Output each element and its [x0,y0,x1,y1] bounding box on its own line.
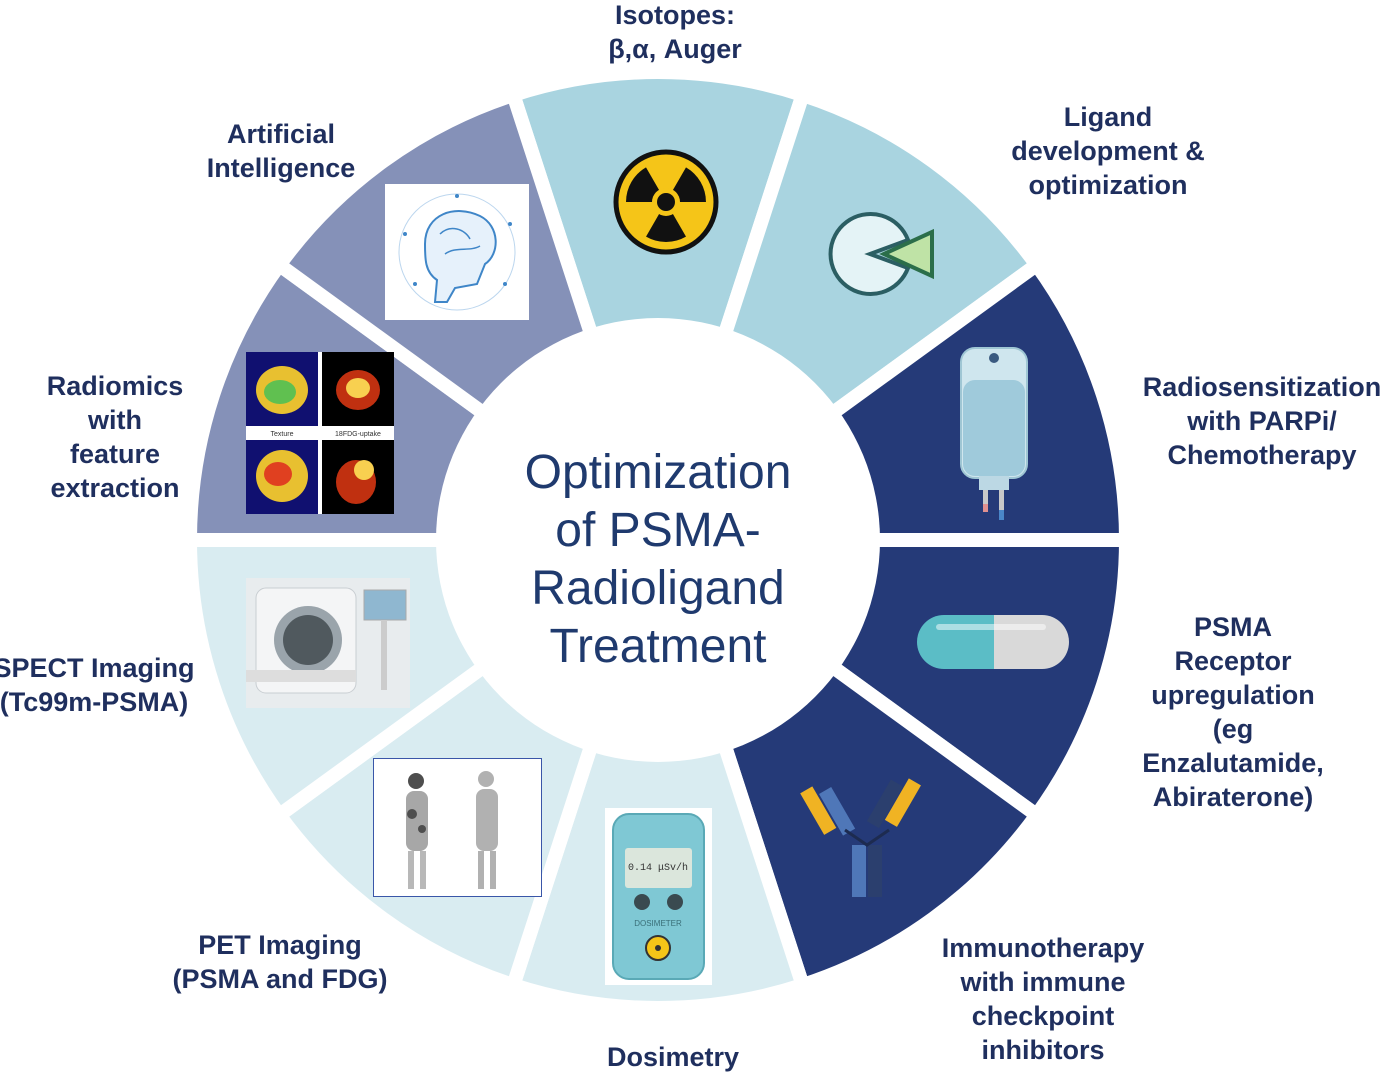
iv-bag-icon [960,347,1028,520]
pet-scan-icon [406,771,498,889]
label-line: Chemotherapy [1167,440,1357,470]
label-line: with [87,405,142,435]
radiomics-caption: Texture [271,431,294,438]
label-line: Radiomics [46,371,184,401]
label-line: Dosimetry [606,1042,740,1072]
label-line: β,α, Auger [608,34,742,64]
label-radiomics: Radiomics with feature extraction [47,369,184,505]
pet-images [373,758,542,897]
label-line: with immune [960,967,1126,997]
label-line: upregulation [1151,680,1315,710]
antibody-icon [800,778,921,897]
pill-icon [917,615,1069,669]
label-line: with PARPi/ [1187,406,1337,436]
label-line: feature [69,439,161,469]
dosimeter-label: DOSIMETER [634,919,682,928]
label-ai: Artificial Intelligence [207,117,356,185]
label-line: (eg [1212,714,1254,744]
label-line: Intelligence [206,153,356,183]
title-line: of PSMA- [555,504,761,557]
label-line: optimization [1028,170,1188,200]
title-line: Radioligand [531,562,785,615]
radiomics-maps-icon: Texture 18FDG-uptake [246,352,394,514]
label-line: development & [1011,136,1205,166]
spect-scanner-photo [246,578,410,708]
label-isotopes: Isotopes: β,α, Auger [608,0,742,66]
label-dosimetry: Dosimetry [607,1040,739,1074]
label-line: Isotopes: [614,0,735,30]
label-line: Receptor [1174,646,1292,676]
segment-dosimetry [506,533,810,1015]
label-psma-receptor: PSMA Receptor upregulation (eg Enzalutam… [1142,610,1324,814]
radiomics-caption: 18FDG-uptake [335,431,381,438]
label-line: checkpoint [971,1001,1115,1031]
label-radiosensitization: Radiosensitization with PARPi/ Chemother… [1143,370,1382,472]
label-ligand: Ligand development & optimization [1011,100,1205,202]
title-line: Optimization [524,446,792,499]
label-line: SPECT Imaging [0,653,195,683]
radiomics-images: Texture 18FDG-uptake [246,352,394,514]
spect-scanner-icon [246,587,407,694]
label-line: Ligand [1063,102,1153,132]
center-circle [436,318,880,762]
label-spect: SPECT Imaging (Tc99m-PSMA) [0,651,195,719]
label-line: inhibitors [981,1035,1105,1065]
label-line: extraction [50,473,180,503]
label-line: Radiosensitization [1142,372,1382,402]
dosimeter-icon: 0.14 μSv/h DOSIMETER [612,813,705,980]
label-line: Immunotherapy [941,933,1145,963]
label-line: Enzalutamide, [1142,748,1324,778]
segment-isotopes [506,65,810,547]
brain-network-icon [398,193,516,311]
label-line: PSMA [1193,612,1273,642]
label-pet: PET Imaging (PSMA and FDG) [173,928,388,996]
label-line: Artificial [226,119,336,149]
label-line: Abiraterone) [1152,782,1314,812]
label-immunotherapy: Immunotherapy with immune checkpoint inh… [942,931,1145,1067]
label-line: (Tc99m-PSMA) [0,687,189,717]
center-title: Optimization of PSMA- Radioligand Treatm… [525,444,792,676]
dosimeter-reading: 0.14 μSv/h [628,862,688,874]
label-line: PET Imaging [198,930,362,960]
ligand-pie-icon [828,212,934,296]
radiation-icon [613,149,719,255]
label-line: (PSMA and FDG) [172,964,388,994]
title-line: Treatment [549,620,767,673]
dosimeter-image: 0.14 μSv/h DOSIMETER [605,808,712,985]
ai-brain-image [385,184,529,320]
